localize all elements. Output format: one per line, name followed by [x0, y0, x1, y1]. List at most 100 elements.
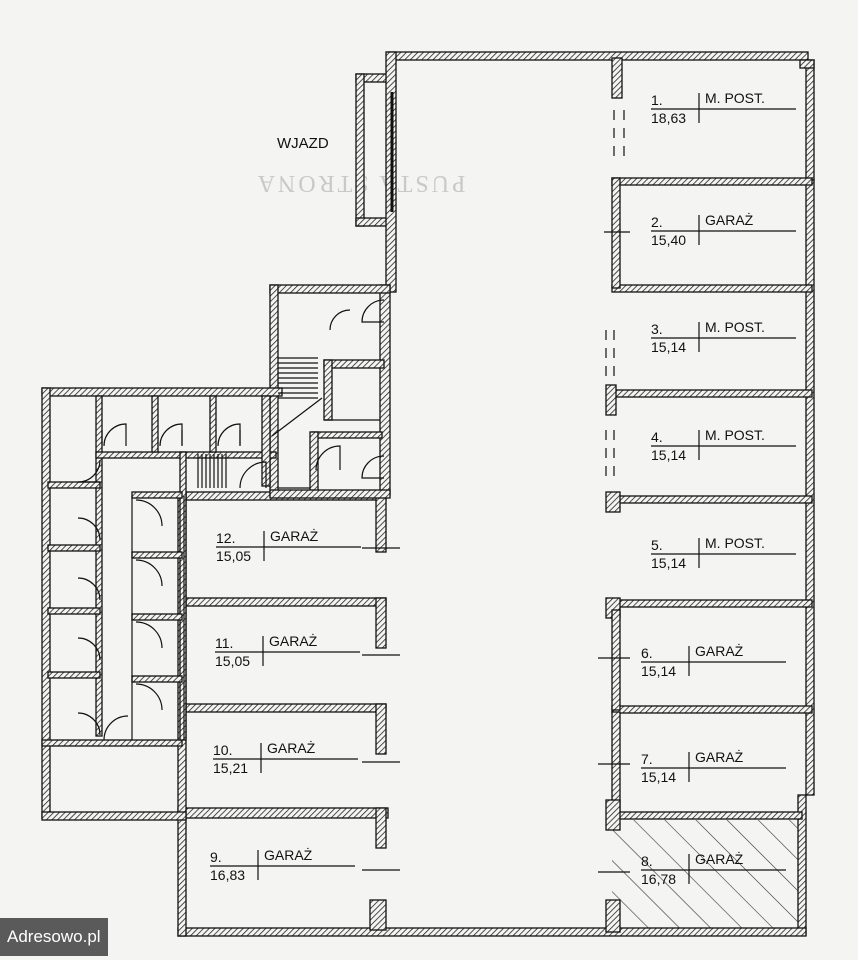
unit-number: 3.	[651, 321, 663, 337]
door-swing	[159, 423, 183, 447]
unit-number: 6.	[641, 645, 653, 661]
wall-segment	[131, 675, 183, 683]
walls	[41, 51, 815, 937]
wall-segment	[269, 489, 391, 499]
wall-segment	[375, 597, 387, 649]
wall-segment	[131, 551, 183, 559]
wall-segment	[185, 703, 387, 713]
unit-number: 11.	[215, 635, 233, 651]
door-swing	[361, 455, 385, 479]
door-swing	[135, 621, 163, 649]
wall-segment	[355, 217, 391, 227]
unit-12: 12. 15,05 GARAŻ	[216, 527, 361, 564]
unit-kind: GARAŻ	[695, 748, 744, 765]
unit-area: 15,14	[651, 447, 686, 463]
unit-number: 7.	[641, 751, 653, 767]
wall-segment	[131, 613, 183, 621]
wall-segment	[185, 597, 387, 607]
unit-area: 15,21	[213, 760, 248, 776]
wall-segment	[269, 284, 391, 294]
entrance-label: WJAZD	[277, 135, 329, 152]
unit-area: 18,63	[651, 110, 686, 126]
unit-area: 15,14	[641, 769, 676, 785]
wall-segment	[611, 177, 813, 186]
wall-segment	[799, 59, 815, 69]
wall-segment	[611, 495, 813, 504]
wall-segment	[177, 927, 807, 937]
unit-area: 15,14	[641, 663, 676, 679]
door-swing	[77, 577, 101, 601]
unit-4: 4. 15,14 M. POST.	[651, 427, 796, 463]
unit-area: 15,05	[216, 548, 251, 564]
wall-segment	[177, 807, 389, 819]
unit-kind: M. POST.	[705, 427, 765, 443]
door-swing	[217, 423, 241, 447]
wall-segment	[209, 395, 217, 453]
wall-segment	[611, 389, 813, 398]
wall-segment	[375, 491, 387, 553]
wall-segment	[41, 387, 283, 397]
wall-segment	[311, 431, 383, 439]
door-swing	[135, 683, 163, 711]
door-swing	[315, 445, 341, 471]
wall-segment	[95, 395, 103, 737]
thin-lines	[77, 92, 630, 873]
unit-number: 12.	[216, 530, 235, 546]
wall-segment	[41, 739, 183, 747]
wall-segment	[611, 811, 803, 820]
wall-segment	[41, 387, 51, 819]
door-swing	[135, 559, 163, 587]
wall-segment	[47, 607, 101, 615]
door-swing	[361, 299, 385, 323]
wall-segment	[611, 705, 813, 714]
wall-segment	[323, 359, 333, 421]
wall-segment	[611, 609, 621, 711]
space-8-hatch	[612, 820, 798, 932]
unit-area: 16,83	[210, 867, 245, 883]
unit-area: 15,14	[651, 339, 686, 355]
wall-segment	[805, 59, 815, 181]
wall-segment	[131, 491, 183, 499]
wall-segment	[47, 544, 101, 552]
unit-3: 3.15,14M. POST.	[651, 319, 796, 355]
unit-kind: GARAŻ	[270, 527, 319, 544]
unit-kind: GARAŻ	[267, 739, 316, 756]
wall-segment	[605, 491, 621, 513]
wall-segment	[605, 799, 621, 831]
unit-kind: GARAŻ	[264, 846, 313, 863]
door-swing	[329, 309, 351, 331]
unit-10: 10. 15,21 GARAŻ	[213, 739, 358, 776]
wall-segment	[387, 51, 809, 61]
door-swing	[103, 423, 127, 447]
wall-segment	[47, 481, 101, 489]
unit-number: 5.	[651, 537, 663, 553]
door-swing	[77, 712, 101, 736]
wall-segment	[605, 384, 617, 416]
unit-number: 4.	[651, 429, 663, 445]
door-swing	[77, 637, 101, 661]
wall-segment	[611, 284, 813, 293]
unit-1: 1.18,63M. POST.	[651, 90, 796, 126]
wall-segment	[179, 451, 187, 741]
wall-segment	[369, 899, 387, 931]
wall-segment	[375, 703, 387, 755]
wall-segment	[151, 395, 159, 453]
unit-number: 9.	[210, 849, 222, 865]
wall-segment	[375, 807, 387, 849]
wall-segment	[805, 179, 815, 796]
unit-kind: M. POST.	[705, 535, 765, 551]
wall-segment	[355, 73, 365, 227]
door-swing	[77, 459, 101, 483]
unit-kind: M. POST.	[705, 90, 765, 106]
door-swing	[239, 461, 267, 489]
wall-segment	[323, 359, 385, 369]
unit-number: 10.	[213, 742, 232, 758]
unit-area: 16,78	[641, 871, 676, 887]
unit-7: 7. 15,14 GARAŻ	[641, 748, 786, 785]
wall-segment	[611, 57, 623, 99]
unit-area: 15,40	[651, 232, 686, 248]
stair-diagonal	[271, 397, 323, 437]
